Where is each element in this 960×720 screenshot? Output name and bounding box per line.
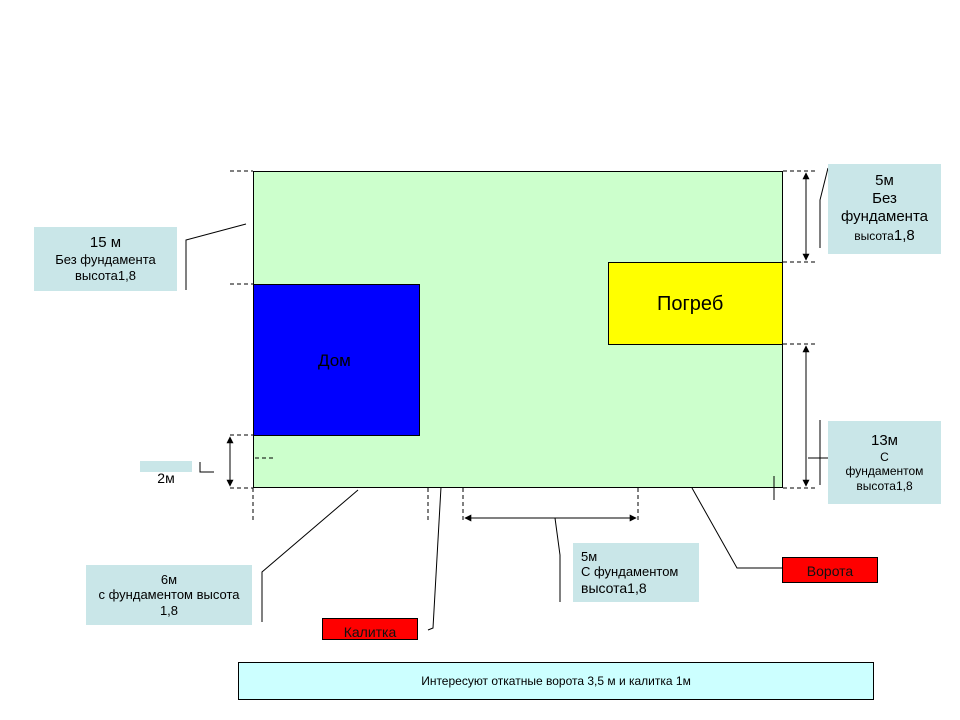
label-text: Без <box>872 190 897 208</box>
note-text: Интересуют откатные ворота 3,5 м и калит… <box>421 674 691 688</box>
label-text: Без фундамента <box>55 252 156 268</box>
label-gap-bg <box>140 461 192 472</box>
cellar-block: Погреб <box>608 262 783 345</box>
note-box: Интересуют откатные ворота 3,5 м и калит… <box>238 662 874 700</box>
label-text: фундамента <box>840 208 929 226</box>
label-size: 6м <box>160 571 178 587</box>
house-block: Дом <box>253 284 420 436</box>
label-text: высота1,8 <box>581 579 647 596</box>
leader-gate <box>691 487 782 569</box>
leader-2m <box>199 462 214 473</box>
label-size: 15 м <box>89 234 122 252</box>
label-text: высота <box>854 229 894 244</box>
label-size: 2м <box>157 470 175 487</box>
label-size: 13м <box>871 431 898 449</box>
label-size: 5м <box>875 172 894 190</box>
label-size: 5м <box>581 548 598 564</box>
leader-bottom-left <box>261 489 359 622</box>
label-right-bottom: 13м С фундаментом высота1,8 <box>828 421 941 504</box>
label-text: 1,8 <box>159 602 179 618</box>
label-right-top: 5м Без фундамента высота1,8 <box>828 164 941 254</box>
label-text: 1,8 <box>893 227 915 245</box>
leader-left-top <box>185 223 247 290</box>
leader-right-top <box>819 167 829 248</box>
label-text: С фундаментом <box>581 564 679 580</box>
leader-wicket <box>427 486 442 631</box>
label-text: с фундаментом высота <box>98 587 240 603</box>
label-text: фундаментом <box>845 464 924 479</box>
label-left-gap: 2м <box>140 461 192 487</box>
leader-bottom-mid <box>554 517 561 602</box>
gate-label: Ворота <box>782 557 878 583</box>
label-text: С <box>880 449 889 464</box>
label-bottom-left: 6м с фундаментом высота 1,8 <box>86 565 252 625</box>
label-text: высота1,8 <box>828 226 941 245</box>
label-text: высота1,8 <box>75 268 136 283</box>
label-text: высота1,8 <box>856 478 913 493</box>
cellar-label: Погреб <box>657 293 724 315</box>
wicket-label: Калитка <box>322 618 418 640</box>
label-bottom-mid: 5м С фундаментом высота1,8 <box>573 543 699 602</box>
label-left-top: 15 м Без фундамента высота1,8 <box>34 227 177 291</box>
house-label: Дом <box>318 351 351 370</box>
